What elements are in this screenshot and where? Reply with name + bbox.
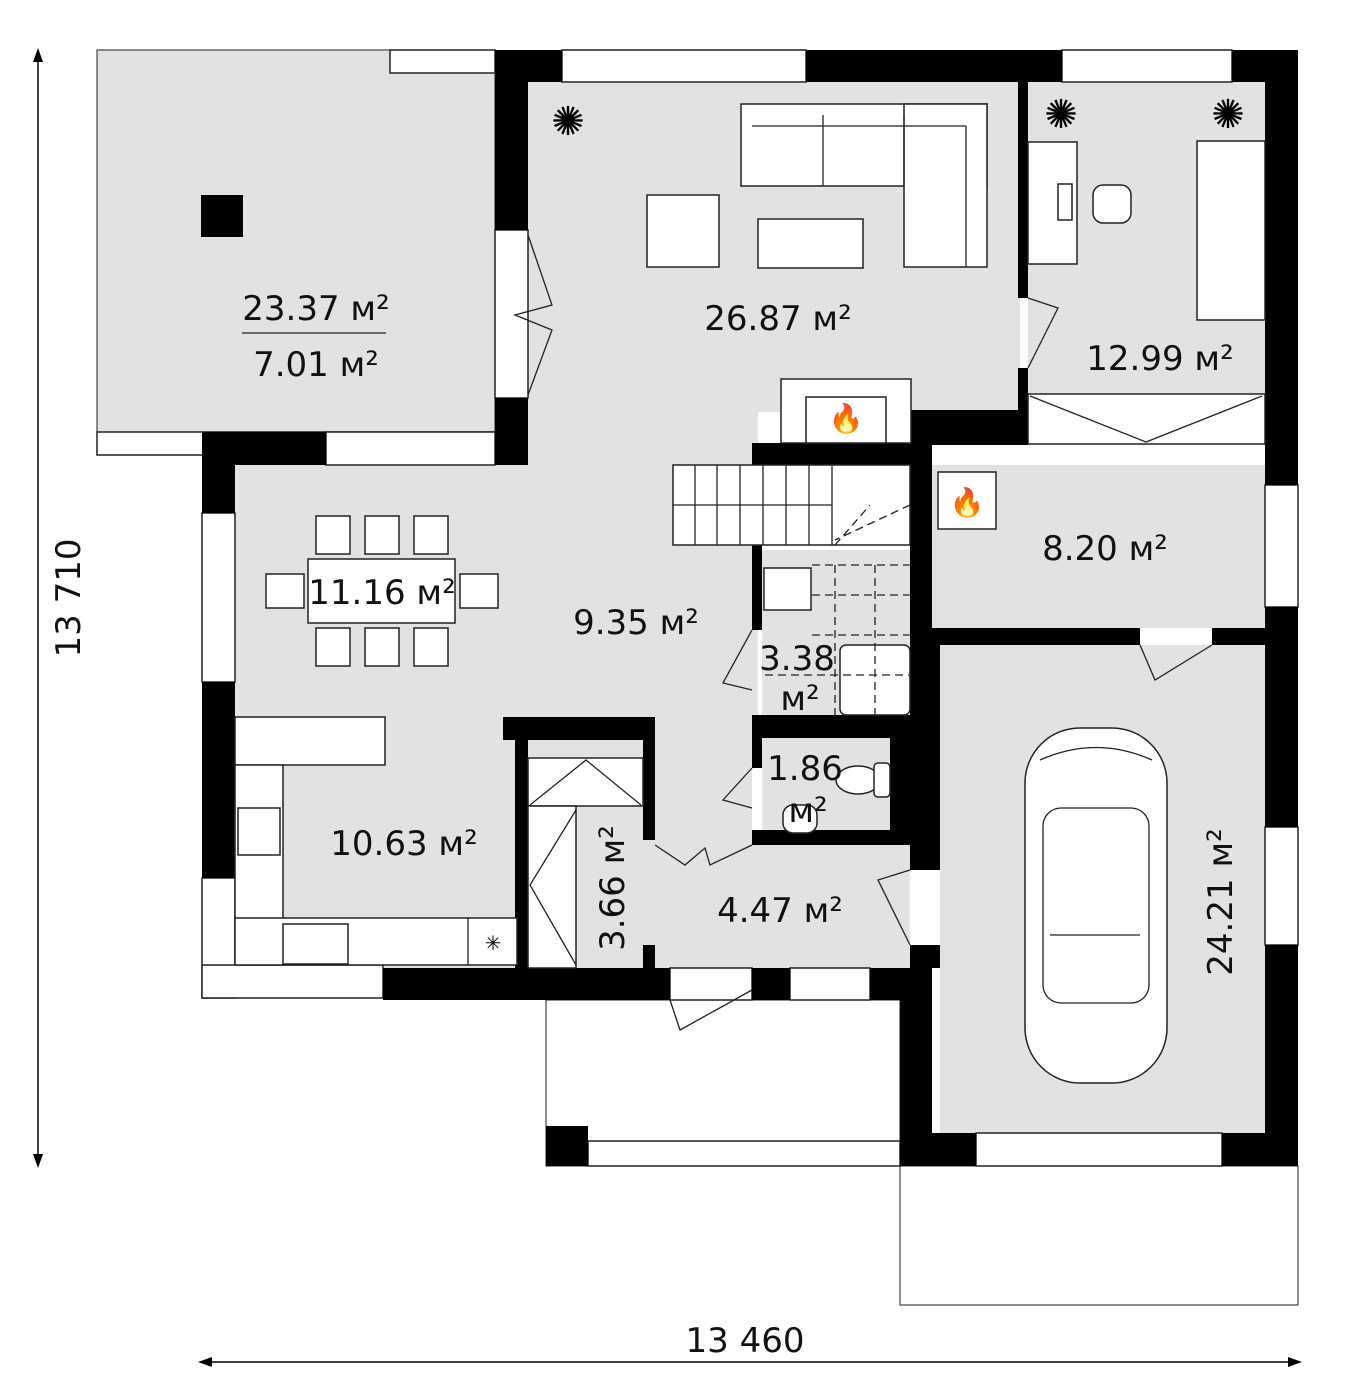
garage-area: 24.21 м² bbox=[1201, 828, 1241, 975]
boiler-room-area: 8.20 м² bbox=[1042, 529, 1168, 569]
width-dimension: 13 460 bbox=[198, 1321, 1302, 1367]
entrance-area: 4.47 м² bbox=[717, 891, 843, 931]
pantry-area: 3.66 м² bbox=[593, 825, 633, 951]
fireplace: 🔥 bbox=[780, 378, 912, 444]
boiler-fire-icon: 🔥 bbox=[950, 486, 985, 519]
wc-area: 1.86 bbox=[767, 749, 843, 789]
hall-area: 9.35 м² bbox=[573, 603, 699, 643]
pantry-shelves bbox=[527, 757, 644, 969]
terrace bbox=[96, 49, 496, 456]
bathroom-area: 3.38 bbox=[759, 639, 835, 679]
car bbox=[1024, 727, 1168, 1084]
kitchen-units: ✳ bbox=[234, 716, 518, 966]
height-dimension-label: 13 710 bbox=[49, 539, 89, 658]
study-sofa bbox=[1196, 140, 1266, 321]
fire-icon: 🔥 bbox=[829, 402, 864, 435]
column bbox=[201, 195, 243, 237]
svg-text:✺: ✺ bbox=[1211, 92, 1245, 137]
walls bbox=[202, 50, 1298, 1166]
bathroom-area-unit: м² bbox=[780, 679, 819, 719]
wardrobe bbox=[1027, 393, 1266, 445]
height-dimension: 13 710 bbox=[33, 48, 89, 1168]
sink bbox=[763, 567, 812, 611]
kitchen-area: 10.63 м² bbox=[330, 824, 477, 864]
dining-set bbox=[265, 515, 499, 667]
terrace-covered-area: 7.01 м² bbox=[253, 345, 379, 385]
plants: ✺ ✺ ✺ bbox=[551, 92, 1245, 144]
width-dimension-label: 13 460 bbox=[686, 1321, 805, 1361]
terrace-door bbox=[512, 234, 553, 396]
study-desk bbox=[1027, 141, 1132, 265]
wc-area-unit: м² bbox=[788, 791, 827, 831]
terrace-total-area: 23.37 м² bbox=[242, 289, 389, 329]
armchair bbox=[646, 194, 720, 268]
coffee-table bbox=[757, 218, 864, 269]
living-area: 26.87 м² bbox=[704, 299, 851, 339]
sofa bbox=[740, 103, 988, 268]
svg-text:✺: ✺ bbox=[551, 99, 585, 144]
shower bbox=[839, 644, 911, 716]
study-area: 12.99 м² bbox=[1086, 339, 1233, 379]
svg-text:✺: ✺ bbox=[1044, 92, 1078, 137]
room-labels: 23.37 м² 7.01 м² 26.87 м² 12.99 м² 8.20 … bbox=[242, 289, 1241, 976]
dining-area: 11.16 м² bbox=[308, 573, 455, 613]
svg-text:✳: ✳ bbox=[485, 933, 502, 955]
